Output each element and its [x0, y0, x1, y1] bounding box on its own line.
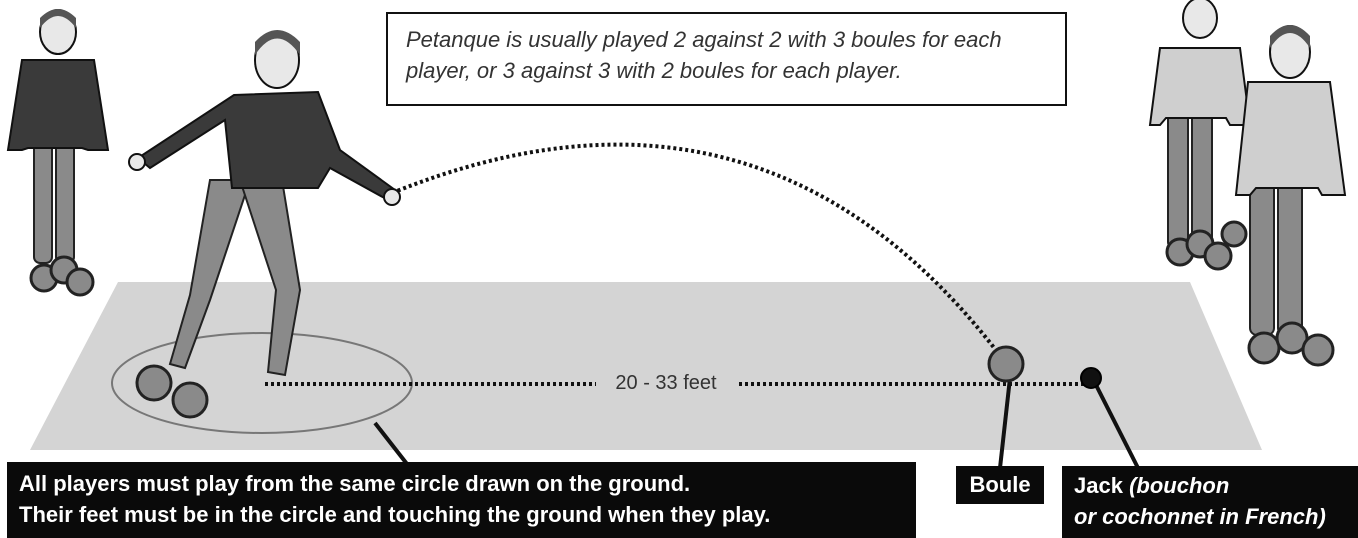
jack-ball [1081, 368, 1101, 388]
rules-line-2: Their feet must be in the circle and tou… [19, 499, 904, 530]
rules-callout: Petanque is usually played 2 against 2 w… [386, 12, 1067, 106]
jack-name: Jack [1074, 473, 1123, 498]
callout-line-2: player, or 3 against 3 with 2 boules for… [406, 55, 1047, 86]
distance-label: 20 - 33 feet [596, 370, 736, 396]
jack-note-1: (bouchon [1129, 473, 1229, 498]
jack-note-2: or cochonnet in French) [1074, 501, 1346, 532]
jack-label: Jack (bouchon or cochonnet in French) [1062, 466, 1358, 538]
player-right-back [1150, 0, 1250, 248]
boule-label: Boule [956, 466, 1044, 504]
rules-line-1: All players must play from the same circ… [19, 468, 904, 499]
playing-ground [30, 282, 1262, 450]
callout-line-1: Petanque is usually played 2 against 2 w… [406, 24, 1047, 55]
boule-ball [989, 347, 1023, 381]
player-left-standing [8, 9, 108, 263]
circle-rules-label: All players must play from the same circ… [7, 462, 916, 538]
player-right-front [1236, 25, 1345, 335]
